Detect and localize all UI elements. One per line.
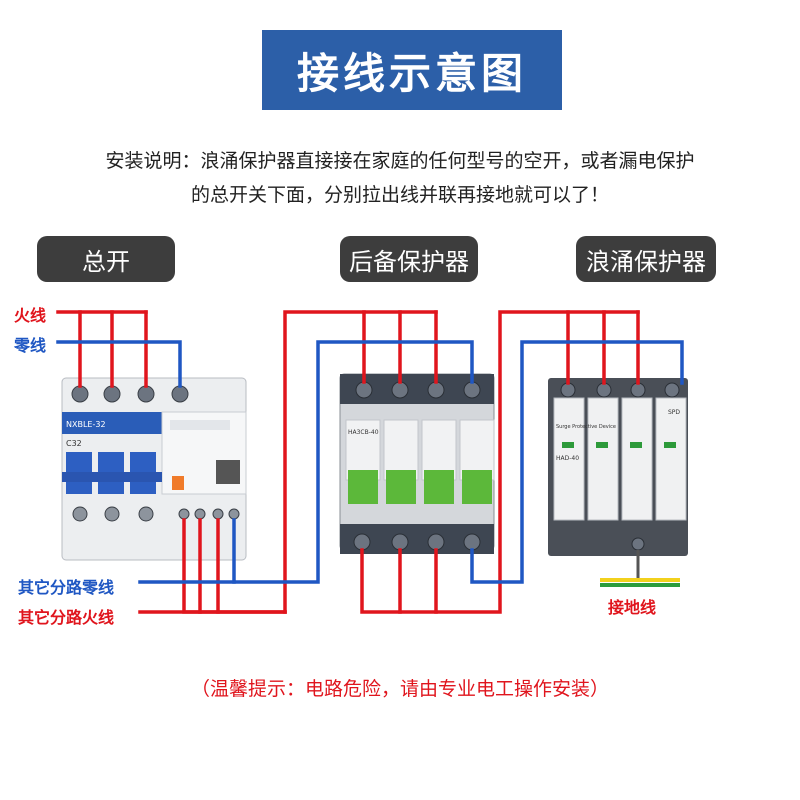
page-title: 接线示意图 bbox=[262, 30, 562, 110]
breaker-model-text: HA3CB-40 bbox=[348, 429, 379, 436]
section-surge-protector: 浪涌保护器 bbox=[576, 236, 716, 282]
spd-desc-text: Surge Protective Device bbox=[556, 424, 616, 430]
main-switch-device: NXBLE-32 C32 bbox=[61, 377, 247, 561]
label-ground: 接地线 bbox=[608, 598, 657, 617]
label-neutral: 零线 bbox=[14, 336, 47, 355]
instruction-line-2: 的总开关下面，分别拉出线并联再接地就可以了！ bbox=[190, 184, 609, 206]
rcbo-rating-text: C32 bbox=[66, 439, 82, 448]
safety-notice: （温馨提示：电路危险，请由专业电工操作安装） bbox=[190, 678, 609, 700]
test-button bbox=[172, 476, 184, 490]
label-branch-neutral: 其它分路零线 bbox=[18, 578, 115, 597]
backup-protector-device: HA3CB-40 bbox=[339, 373, 495, 554]
rcbo-model-text: NXBLE-32 bbox=[66, 420, 106, 429]
rcbo-label-strip bbox=[62, 412, 162, 434]
spd-brand-text: SPD bbox=[668, 409, 680, 416]
ground-wire bbox=[600, 550, 680, 587]
spd-model-text: HAD-40 bbox=[556, 455, 579, 462]
qr-code bbox=[216, 460, 240, 484]
label-live: 火线 bbox=[14, 306, 47, 325]
instruction-line-1: 安装说明：浪涌保护器直接接在家庭的任何型号的空开，或者漏电保护 bbox=[105, 150, 695, 172]
surge-protector-device: Surge Protective Device HAD-40 SPD bbox=[548, 378, 688, 556]
label-branch-live: 其它分路火线 bbox=[18, 608, 115, 627]
wires bbox=[56, 310, 684, 614]
section-backup-protector: 后备保护器 bbox=[340, 236, 478, 282]
section-main-switch: 总开 bbox=[37, 236, 175, 282]
